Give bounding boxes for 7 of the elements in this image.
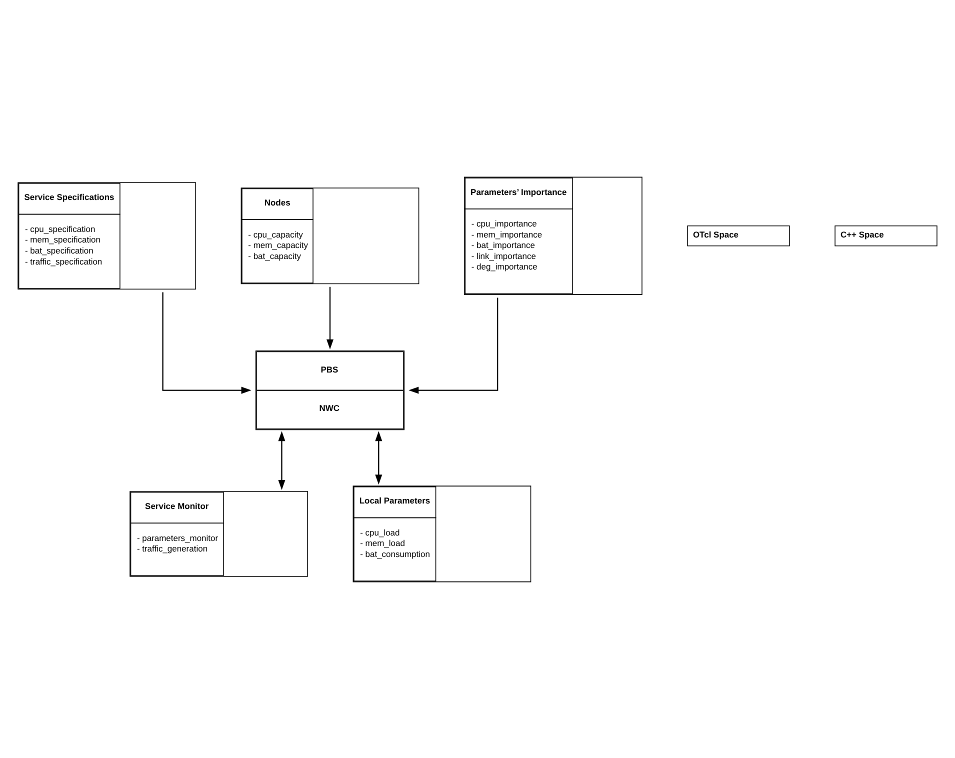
arrow	[326, 286, 334, 349]
arrow	[162, 292, 252, 394]
node-box: OTcl Space	[687, 224, 790, 246]
arrow	[278, 430, 286, 490]
node-box: C++ Space	[834, 224, 938, 246]
arrow	[375, 430, 382, 484]
arrow	[408, 297, 498, 394]
